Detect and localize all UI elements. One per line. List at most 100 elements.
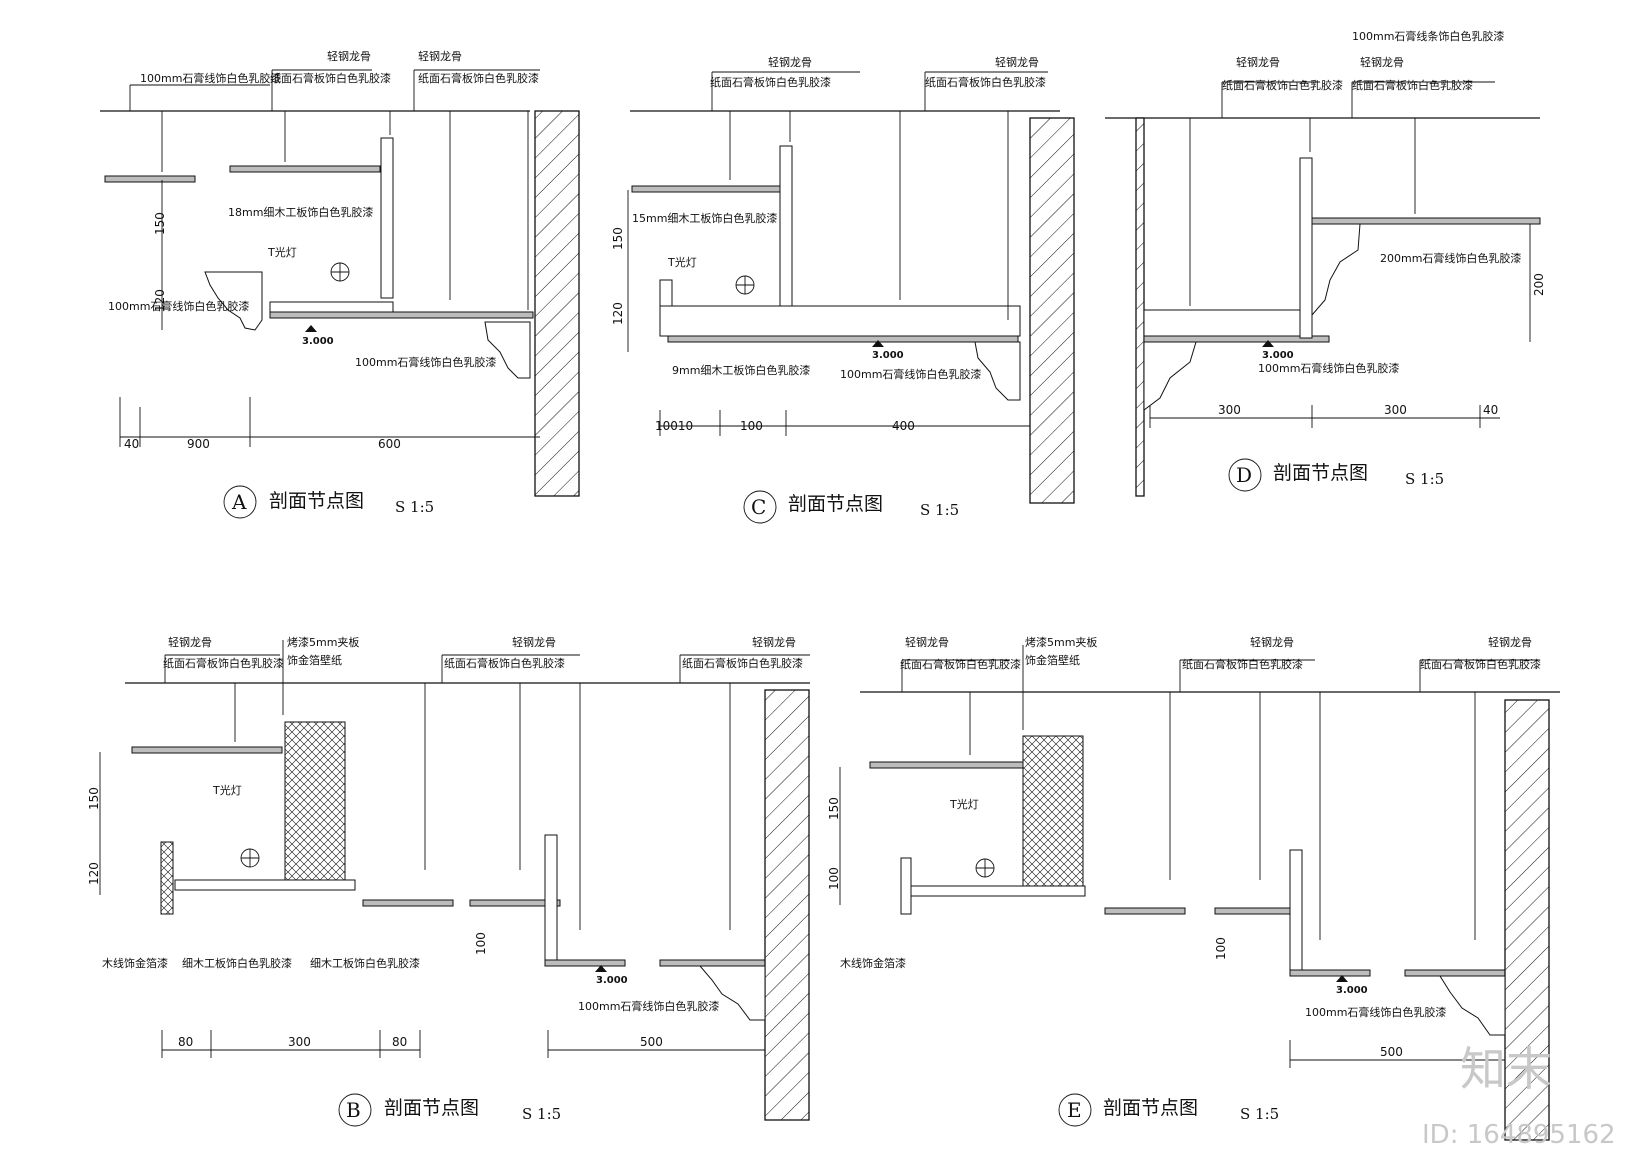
elevation-label: 3.000 <box>872 350 904 361</box>
annotation-label: 100mm石膏线饰白色乳胶漆 <box>1258 361 1399 375</box>
dimension-label: 500 <box>640 1035 663 1049</box>
annotation-label: 纸面石膏板饰白色乳胶漆 <box>270 71 391 85</box>
detail-d-marker <box>1228 458 1262 492</box>
cornice-moulding <box>204 271 263 331</box>
detail-a-marker <box>223 485 257 519</box>
detail-b: 3.000 150 120 100 80 300 80 500 轻钢龙骨 纸面石… <box>87 635 810 1127</box>
light-trough <box>659 305 1021 337</box>
detail-b-marker <box>338 1093 372 1127</box>
elevation-label: 3.000 <box>302 336 334 347</box>
light-trough <box>904 885 1086 897</box>
annotation-label: 100mm石膏线饰白色乳胶漆 <box>140 71 281 85</box>
annotation-label: 轻钢龙骨 <box>418 49 462 63</box>
annotation-label: 9mm细木工板饰白色乳胶漆 <box>672 363 810 377</box>
detail-e-scale: S 1:5 <box>1240 1105 1279 1123</box>
annotation-label: 细木工板饰白色乳胶漆 <box>182 956 292 970</box>
dimension-label: 150 <box>611 227 625 250</box>
wood-board-vertical <box>1299 157 1313 339</box>
dimension-label: 10010 <box>655 419 693 433</box>
watermark-logo: 知末 <box>1460 1042 1552 1096</box>
annotation-label: 轻钢龙骨 <box>1236 55 1280 69</box>
detail-a-title: 剖面节点图 <box>269 490 364 512</box>
detail-a-scale: S 1:5 <box>395 498 434 516</box>
annotation-label: 轻钢龙骨 <box>768 55 812 69</box>
ceiling-board <box>1304 217 1541 225</box>
detail-c-scale: S 1:5 <box>920 501 959 519</box>
detail-b-letter: B <box>346 1098 361 1122</box>
detail-d-title: 剖面节点图 <box>1273 462 1368 484</box>
annotation-label: 纸面石膏板饰白色乳胶漆 <box>418 71 539 85</box>
detail-b-title: 剖面节点图 <box>384 1097 479 1119</box>
concrete-wall <box>764 689 810 1121</box>
annotation-label: 纸面石膏板饰白色乳胶漆 <box>710 75 831 89</box>
dimension-label: 150 <box>827 797 841 820</box>
dimension-label: 500 <box>1380 1045 1403 1059</box>
detail-a-letter: A <box>231 490 247 514</box>
elevation-marker <box>305 325 317 332</box>
annotation-label: 100mm石膏线饰白色乳胶漆 <box>355 355 496 369</box>
elevation-marker <box>1262 340 1274 347</box>
dimension-label: 120 <box>87 862 101 885</box>
annotation-label: 轻钢龙骨 <box>752 635 796 649</box>
annotation-label: 100mm石膏线饰白色乳胶漆 <box>1305 1005 1446 1019</box>
annotation-label: 木线饰金箔漆 <box>840 956 906 970</box>
dimension-label: 200 <box>1532 273 1546 296</box>
dimension-label: 150 <box>153 212 167 235</box>
annotation-label: 18mm细木工板饰白色乳胶漆 <box>228 205 373 219</box>
cabinet-box <box>284 721 346 881</box>
annotation-label: 纸面石膏板饰白色乳胶漆 <box>682 656 803 670</box>
annotation-label: 纸面石膏板饰白色乳胶漆 <box>1222 78 1343 92</box>
annotation-label: 木线饰金箔漆 <box>102 956 168 970</box>
elevation-marker <box>1336 975 1348 982</box>
dimension-label: 40 <box>1483 403 1498 417</box>
annotation-label: 细木工板饰白色乳胶漆 <box>310 956 420 970</box>
cornice-moulding <box>1311 223 1361 317</box>
dimension-label: 120 <box>611 302 625 325</box>
ceiling-board <box>869 761 1026 769</box>
annotation-label: 纸面石膏板饰白色乳胶漆 <box>900 657 1021 671</box>
annotation-label: 纸面石膏板饰白色乳胶漆 <box>444 656 565 670</box>
annotation-label: 纸面石膏板饰白色乳胶漆 <box>1420 657 1541 671</box>
light-trough <box>269 301 394 313</box>
elevation-label: 3.000 <box>596 975 628 986</box>
dimension-label: 900 <box>187 437 210 451</box>
dimension-label: 100 <box>827 867 841 890</box>
annotation-label: 100mm石膏线饰白色乳胶漆 <box>108 299 249 313</box>
dimension-label: 100 <box>1214 937 1228 960</box>
elevation-label: 3.000 <box>1336 985 1368 996</box>
annotation-label: 轻钢龙骨 <box>168 635 212 649</box>
light-trough <box>174 879 356 891</box>
annotation-label: 100mm石膏线饰白色乳胶漆 <box>578 999 719 1013</box>
elevation-marker <box>872 340 884 347</box>
ceiling-board <box>104 175 196 183</box>
annotation-label: 轻钢龙骨 <box>995 55 1039 69</box>
detail-c-title: 剖面节点图 <box>788 493 883 515</box>
detail-a: 3.000 150 120 40 900 600 轻钢龙骨 轻钢龙骨 纸面石膏板… <box>100 49 580 519</box>
watermark-id: ID: 164895162 <box>1422 1120 1616 1150</box>
dimension-label: 120 <box>153 289 167 312</box>
annotation-label: 烤漆5mm夹板 <box>1025 635 1097 649</box>
detail-c-letter: C <box>751 495 766 519</box>
cornice-moulding <box>974 341 1021 401</box>
ceiling-board <box>667 335 1019 343</box>
wood-board-vertical <box>1289 849 1303 976</box>
wood-board-vertical <box>544 834 558 966</box>
annotation-label: 100mm石膏线条饰白色乳胶漆 <box>1352 29 1504 43</box>
dimension-label: 80 <box>392 1035 407 1049</box>
ceiling-board <box>631 185 783 193</box>
dimension-label: 80 <box>178 1035 193 1049</box>
detail-d-scale: S 1:5 <box>1405 470 1444 488</box>
dimension-label: 400 <box>892 419 915 433</box>
annotation-label: 轻钢龙骨 <box>1360 55 1404 69</box>
dimension-label: 300 <box>288 1035 311 1049</box>
concrete-wall <box>1504 699 1550 1141</box>
annotation-label: T光灯 <box>949 797 979 811</box>
detail-e-title: 剖面节点图 <box>1103 1097 1198 1119</box>
concrete-wall <box>534 110 580 497</box>
detail-e-letter: E <box>1067 1098 1082 1122</box>
dimension-label: 150 <box>87 787 101 810</box>
wood-board-vertical <box>779 145 793 307</box>
dimension-label: 600 <box>378 437 401 451</box>
ceiling-board <box>229 165 381 173</box>
